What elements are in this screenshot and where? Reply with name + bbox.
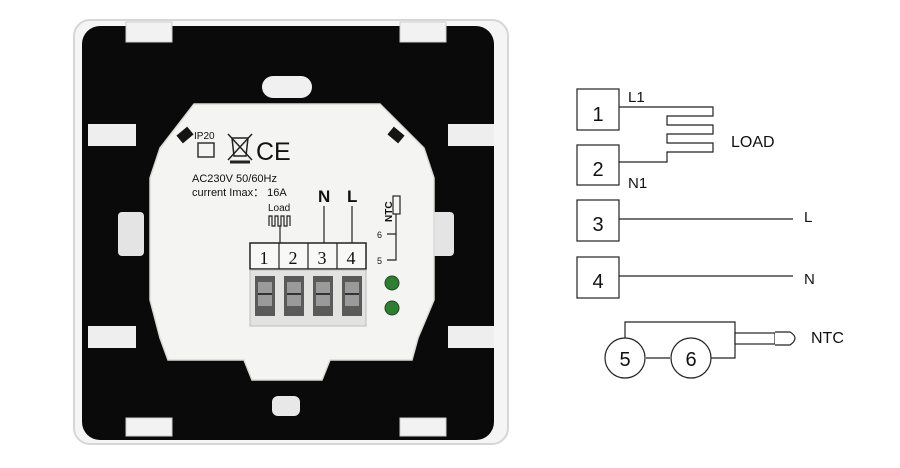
wiring-ntc-pin-6: 6 xyxy=(685,349,696,371)
module-terminal-4: 4 xyxy=(347,248,356,268)
wiring-ntc-pin-5: 5 xyxy=(619,349,630,371)
wiring-label-l: L xyxy=(804,209,812,226)
wiring-num-2: 2 xyxy=(592,159,603,181)
module-notch-right xyxy=(387,126,405,144)
module-ntc-label: NTC xyxy=(384,201,395,222)
wiring-num-4: 4 xyxy=(592,271,603,293)
module-l-label: L xyxy=(347,187,357,206)
module-notch-left xyxy=(176,126,194,144)
ntc-probe-body xyxy=(734,332,776,345)
top-right-clip xyxy=(399,21,447,43)
ntc-terminal-5 xyxy=(384,300,400,316)
thermostat-module xyxy=(149,103,435,381)
module-load-label: Load xyxy=(268,203,290,214)
right-tab-lower xyxy=(448,326,494,348)
left-tab-lower xyxy=(88,326,136,348)
wiring-label-n1: N1 xyxy=(628,175,647,192)
wiring-label-n: N xyxy=(804,271,815,288)
module-pin-6: 6 xyxy=(377,230,382,240)
wiring-schematic xyxy=(576,88,796,379)
weee-bin-icon xyxy=(227,133,253,164)
module-terminal-3: 3 xyxy=(318,248,327,268)
ntc-lead-5 xyxy=(387,234,397,261)
terminal-box-2 xyxy=(576,144,620,186)
bottom-right-clip xyxy=(399,417,447,437)
terminal-box-4 xyxy=(576,256,620,299)
top-screw-slot xyxy=(262,76,312,98)
wiring-ntc-label: NTC xyxy=(811,330,844,347)
bottom-left-clip xyxy=(125,417,173,437)
module-n-label: N xyxy=(318,187,330,206)
bottom-screw-slot xyxy=(272,396,300,416)
module-terminal-2: 2 xyxy=(289,248,298,268)
terminal-box-3 xyxy=(576,199,620,242)
rating-voltage: AC230V 50/60Hz xyxy=(192,173,277,185)
top-left-clip xyxy=(125,21,173,43)
wiring-num-3: 3 xyxy=(592,214,603,236)
wiring-num-1: 1 xyxy=(592,104,603,126)
ce-mark-icon: CE xyxy=(256,138,291,166)
ntc-probe-tip xyxy=(775,331,796,346)
right-tab-upper xyxy=(448,124,494,146)
wiring-labels: 1 2 3 4 L1 N1 L N LOAD 5 6 NTC xyxy=(592,89,843,371)
ntc-terminal-6 xyxy=(384,275,400,291)
terminal-box-1 xyxy=(576,88,620,131)
module-terminal-1: 1 xyxy=(260,248,269,268)
wiring-label-l1: L1 xyxy=(628,89,645,106)
wiring-load-label: LOAD xyxy=(731,134,775,151)
terminal-screws xyxy=(255,276,362,316)
left-tab-upper xyxy=(88,124,136,146)
left-latch xyxy=(118,212,144,256)
ip20-box-icon xyxy=(197,142,215,158)
ntc-pin6-wire xyxy=(711,346,736,359)
ntc-pin-5-circle xyxy=(604,337,646,379)
module-pin-5: 5 xyxy=(377,256,382,266)
thermostat-back-plate: IP20 CE AC230V 50/60Hz current Imax： 16A… xyxy=(73,19,509,445)
rating-current: current Imax： 16A xyxy=(192,187,287,199)
load-heater-symbol xyxy=(619,106,714,163)
ip20-label: IP20 xyxy=(194,131,215,142)
